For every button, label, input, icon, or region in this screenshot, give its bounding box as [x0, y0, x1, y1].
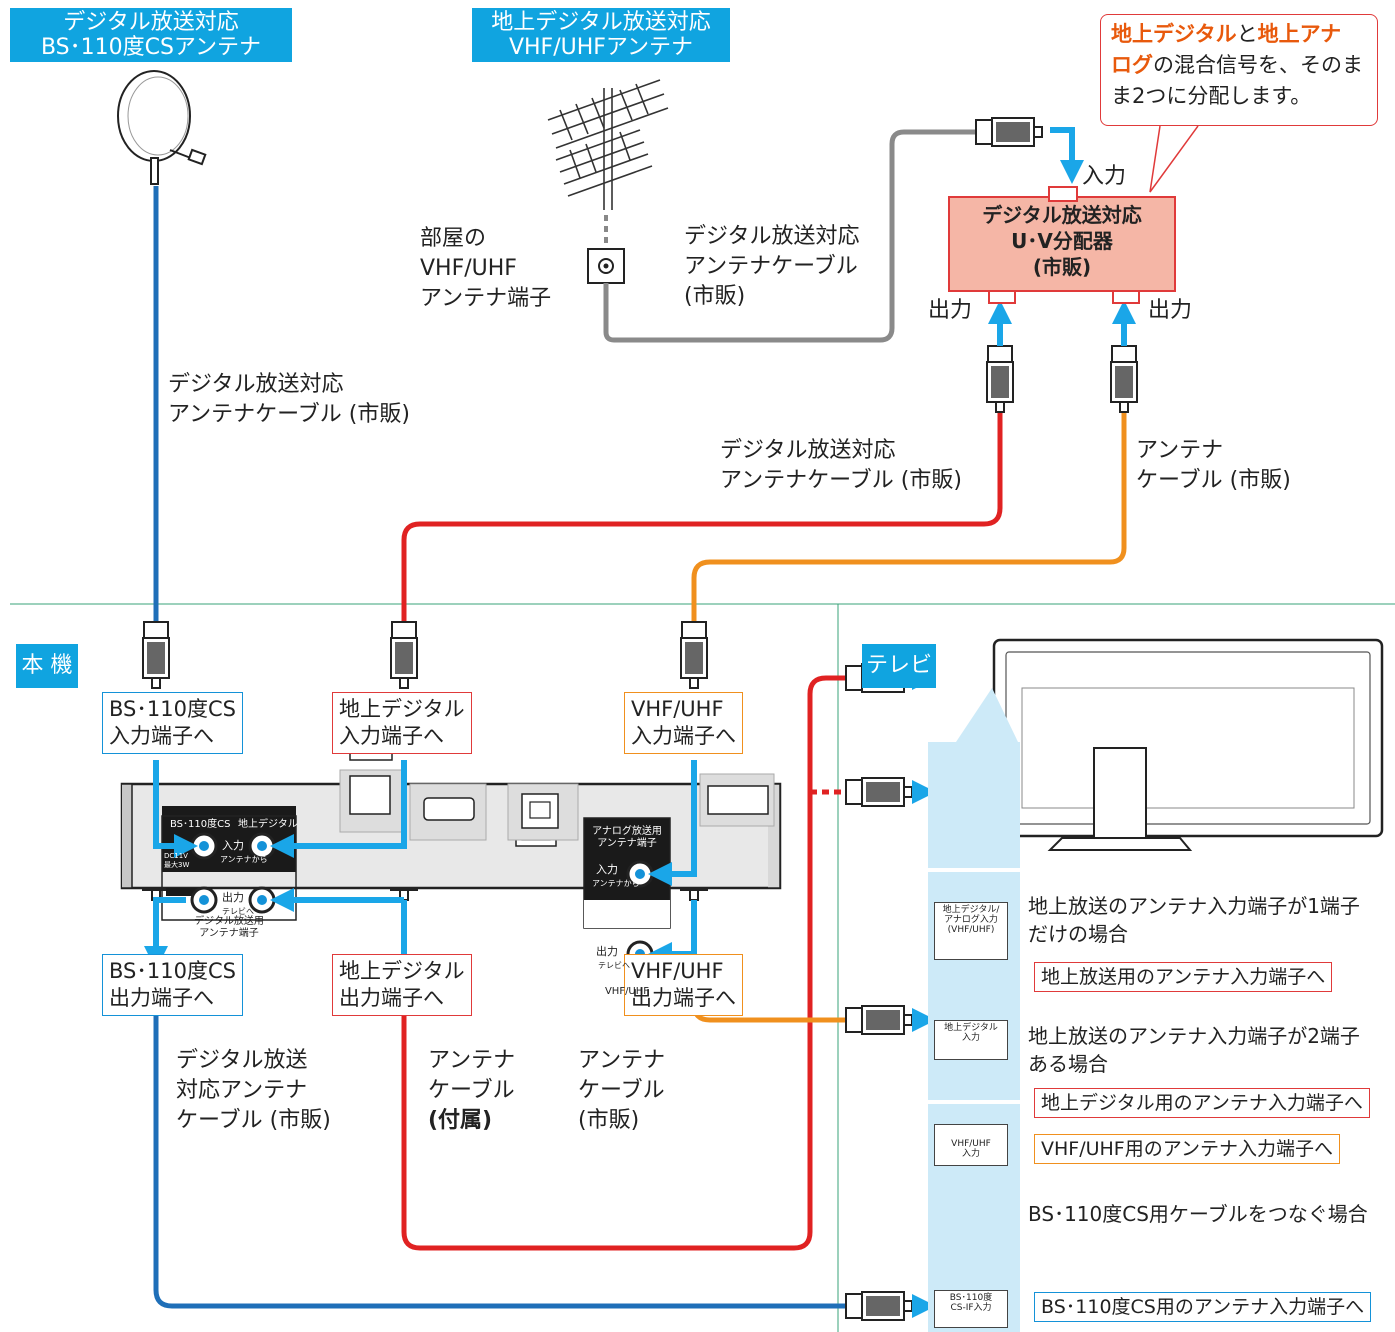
tv-case-title: 地上放送のアンテナ入力端子が1端子 だけの場合	[1028, 894, 1360, 946]
splitter-port	[1048, 186, 1078, 202]
panel-label: 出力	[222, 891, 244, 904]
cable-label: デジタル放送 対応アンテナ ケーブル (市販)	[176, 1048, 331, 1133]
cable-plug	[845, 1291, 913, 1321]
vhf-uhf-antenna-icon	[547, 79, 669, 210]
splitter-output-label: 出力	[928, 298, 973, 323]
vhf-input-label: VHF/UHF 入力端子へ	[624, 692, 743, 754]
splitter-input-label: 入力	[1082, 164, 1127, 189]
cable-plug	[845, 1005, 913, 1035]
tv-terminal-single: 地上デジタル/ アナログ入力 (VHF/UHF)	[934, 902, 1008, 960]
panel-label: 入力	[222, 839, 244, 852]
bs-output-label: BS･110度CS 出力端子へ	[102, 954, 243, 1016]
panel-label: テレビへ	[598, 961, 630, 970]
cable-label: アンテナ ケーブル (市販)	[578, 1048, 666, 1133]
panel-label: テレビへ	[222, 907, 254, 916]
tv-case-label: 地上デジタル用のアンテナ入力端子へ	[1034, 1088, 1370, 1118]
panel-label: BS･110度CS	[170, 819, 231, 830]
terrestrial-antenna-title: 地上デジタル放送対応 VHF/UHFアンテナ	[472, 8, 730, 62]
cable-plug	[845, 777, 913, 807]
digital-output-label: 地上デジタル 出力端子へ	[332, 954, 472, 1016]
tv-icon	[992, 638, 1384, 851]
tv-section-title: テレビ	[862, 644, 936, 688]
splitter-port	[988, 290, 1016, 304]
splitter-port	[1112, 290, 1140, 304]
cable-label: デジタル放送対応 アンテナケーブル (市販)	[720, 438, 962, 493]
cable-label: アンテナ ケーブル (市販)	[1136, 438, 1291, 493]
callout-emphasis: 地上アナ ログ	[1111, 22, 1342, 77]
panel-label: デジタル放送用 アンテナ端子	[194, 916, 264, 939]
bs-input-label: BS･110度CS 入力端子へ	[102, 692, 243, 754]
bs-dish-icon	[117, 70, 207, 185]
device-section-title: 本 機	[16, 644, 78, 688]
digital-input-label: 地上デジタル 入力端子へ	[332, 692, 472, 754]
callout-text: と	[1236, 22, 1258, 46]
tv-case-label: 地上放送用のアンテナ入力端子へ	[1034, 962, 1333, 992]
red-input-cable	[401, 406, 1003, 630]
cable-plug	[975, 117, 1043, 147]
bs-output-cable	[153, 900, 846, 1309]
tv-terminal-panel	[928, 868, 1020, 872]
tv-case-label: VHF/UHF用のアンテナ入力端子へ	[1034, 1134, 1340, 1164]
bs-antenna-title: デジタル放送対応 BS･110度CSアンテナ	[10, 8, 292, 62]
gray-cable	[603, 129, 978, 343]
tv-case-title: BS･110度CS用ケーブルをつなぐ場合	[1028, 1202, 1368, 1226]
panel-label: 入力	[596, 863, 618, 876]
cable-label: デジタル放送対応 アンテナケーブル (市販)	[684, 224, 860, 309]
cable-plug	[142, 621, 170, 689]
cable-plug	[390, 621, 418, 689]
cable-plug	[1110, 345, 1138, 413]
room-terminal-label: 部屋の VHF/UHF アンテナ端子	[420, 226, 552, 311]
callout-text: の混合信号を、そのまま2つに分配します。	[1111, 53, 1363, 108]
tv-terminal-bs: BS･110度 CS-IF入力	[934, 1290, 1008, 1328]
cable-plug	[680, 621, 708, 689]
splitter-output-label: 出力	[1148, 298, 1193, 323]
tv-terminal-digital: 地上デジタル 入力	[934, 1020, 1008, 1060]
cable-plug	[986, 345, 1014, 413]
wall-terminal-icon	[587, 248, 625, 284]
vhf-output-label: VHF/UHF 出力端子へ	[624, 954, 743, 1016]
recorder-device	[120, 717, 782, 929]
tv-case-title: 地上放送のアンテナ入力端子が2端子 ある場合	[1028, 1024, 1360, 1076]
panel-label: VHF/UHF	[604, 986, 650, 997]
panel-label: 地上デジタル	[238, 819, 298, 830]
orange-input-cable	[691, 406, 1127, 630]
tv-terminal-vhf: VHF/UHF 入力	[934, 1124, 1008, 1166]
splitter-callout: 地上デジタルと地上アナ ログの混合信号を、そのまま2つに分配します。	[1100, 14, 1378, 126]
callout-emphasis: 地上デジタル	[1111, 22, 1237, 46]
tv-case-label: BS･110度CS用のアンテナ入力端子へ	[1034, 1292, 1372, 1322]
tv-terminal-panel	[928, 742, 1020, 868]
panel-label: アンテナから	[220, 855, 268, 864]
panel-label: アンテナから	[592, 879, 640, 888]
cable-label: デジタル放送対応 アンテナケーブル (市販)	[168, 372, 410, 427]
panel-label: DC11V 最大3W	[164, 852, 190, 869]
uv-splitter: デジタル放送対応 U･V分配器 (市販)	[948, 196, 1176, 292]
panel-label: アナログ放送用 アンテナ端子	[592, 826, 662, 849]
cable-label-bundled: (付属)	[428, 1108, 493, 1133]
panel-label: 出力	[596, 945, 618, 958]
red-output-cable	[401, 675, 846, 1251]
cable-label: アンテナ ケーブル	[428, 1048, 516, 1103]
